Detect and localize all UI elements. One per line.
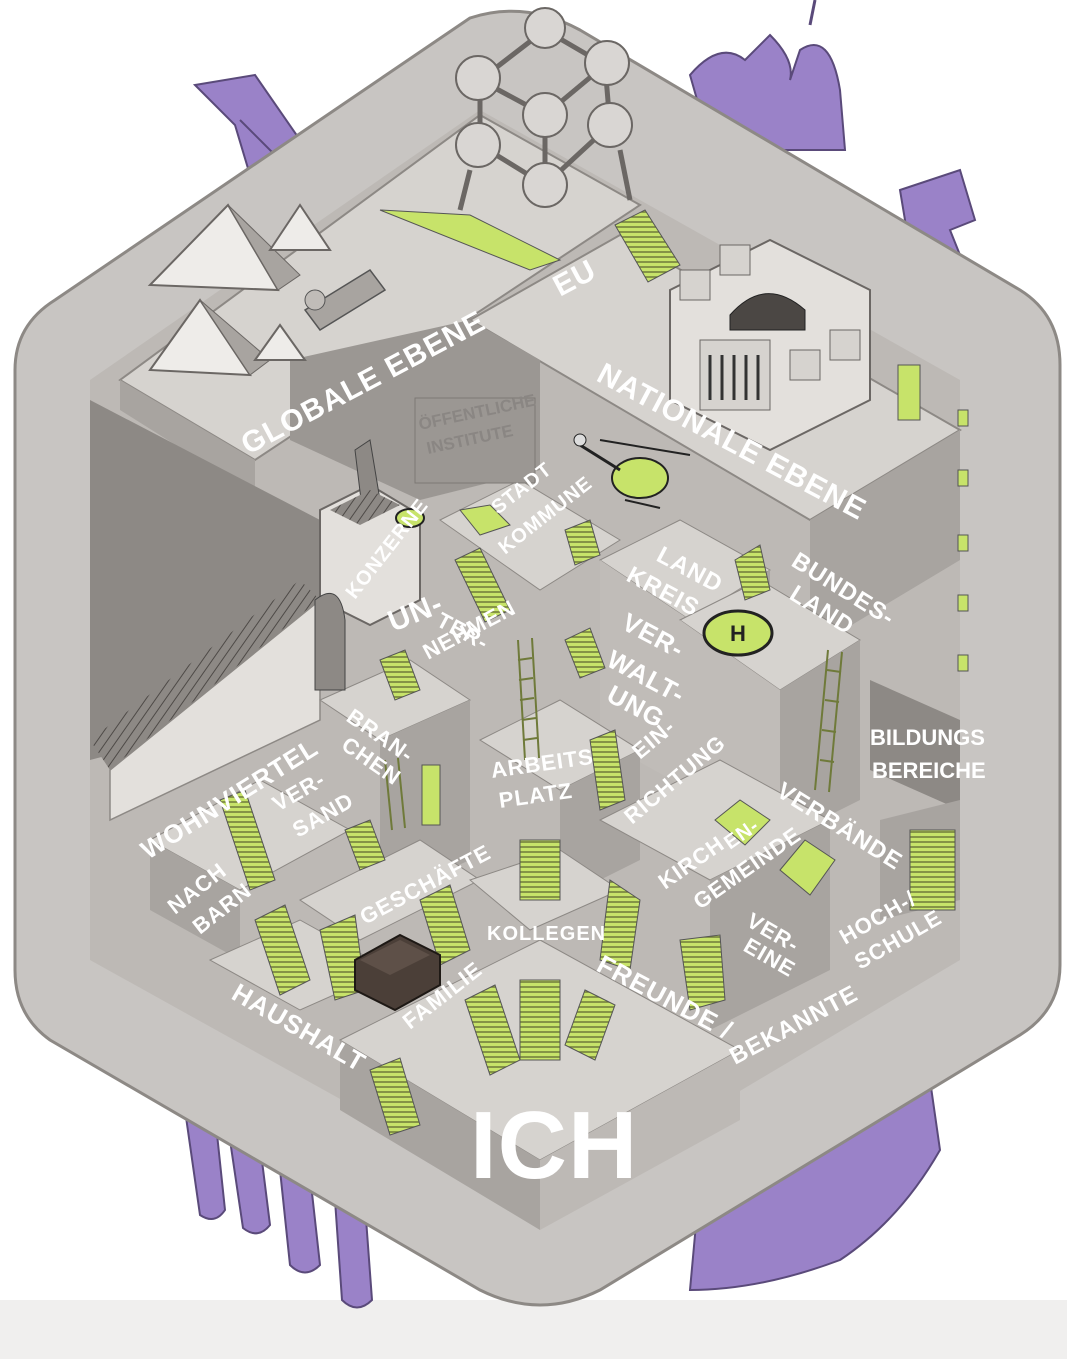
label-bereiche: BEREICHE	[872, 758, 986, 783]
label-ich: ICH	[470, 1092, 638, 1199]
label-kollegen: KOLLEGEN	[487, 923, 606, 945]
svg-text:H: H	[730, 621, 746, 646]
label-bildungs: BILDUNGS	[870, 725, 985, 750]
bottom-strip	[0, 1300, 1067, 1359]
